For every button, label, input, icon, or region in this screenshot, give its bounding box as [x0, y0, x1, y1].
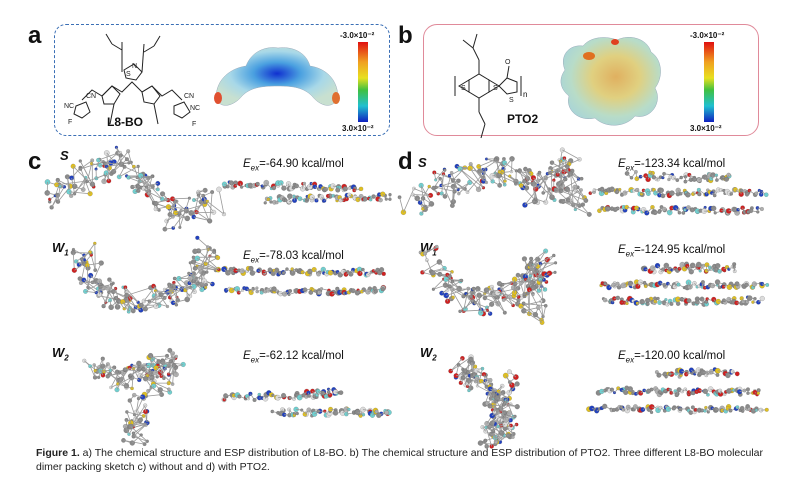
svg-text:CN: CN [86, 93, 96, 100]
dimer-d-w2-side-1 [654, 367, 740, 379]
svg-text:S: S [461, 85, 466, 92]
pto2-subscript-n: n [523, 90, 528, 99]
caption-lead: Figure 1. [36, 447, 80, 459]
dimer-d-s-side-1 [624, 169, 732, 184]
row-label-c-w1: W1 [52, 240, 69, 258]
dimer-d-s-top [397, 147, 592, 217]
panel-letter-d: d [398, 148, 413, 175]
esp-scale-b-top: -3.0×10⁻² [690, 31, 725, 40]
dimer-d-w1-side-2 [599, 279, 770, 291]
dimer-d-w2-side-2 [595, 385, 761, 398]
row-label-c-w2: W2 [52, 345, 69, 363]
row-label-c-s: S [60, 148, 69, 163]
esp-color-scale-a [358, 42, 368, 122]
l8bo-chemical-structure: NC CN F CN NC F SN [64, 33, 200, 128]
svg-text:NC: NC [190, 105, 200, 112]
esp-scale-a-bottom: 3.0×10⁻² [342, 124, 374, 133]
pto2-esp-map [560, 37, 661, 126]
dimer-c-w2-top [82, 348, 186, 446]
dimer-d-w1-side-3 [601, 295, 765, 307]
l8bo-esp-map [214, 47, 340, 106]
dimer-c-w2-side-2 [270, 406, 392, 418]
energy-d-w2: Eex=-120.00 kcal/mol [618, 350, 726, 365]
dimer-d-w1-side-1 [640, 261, 737, 275]
dimer-d-w2-side-3 [586, 403, 769, 415]
dimer-d-s-side-2 [588, 186, 769, 199]
row-label-d-s: S [418, 155, 427, 170]
dimer-c-w1-side-1 [221, 265, 386, 278]
dimer-d-w2-top [448, 354, 520, 449]
svg-text:S: S [126, 71, 131, 78]
dimer-d-s-side-3 [597, 204, 764, 216]
svg-text:F: F [68, 119, 72, 126]
panel-letter-c: c [28, 148, 42, 175]
esp-scale-a-top: -3.0×10⁻² [340, 31, 375, 40]
dimer-c-w2-side-1 [221, 387, 344, 403]
energy-c-w2: Eex=-62.12 kcal/mol [243, 350, 344, 365]
caption-text: a) The chemical structure and ESP distri… [36, 447, 763, 473]
esp-scale-b-bottom: 3.0×10⁻² [690, 124, 722, 133]
dimer-d-w1-top [418, 244, 558, 325]
energy-c-w1: Eex=-78.03 kcal/mol [243, 250, 344, 265]
panel-letter-a: a [28, 22, 42, 49]
svg-text:S: S [493, 85, 498, 92]
svg-text:O: O [505, 59, 511, 66]
dimer-c-s-side-2 [263, 191, 392, 205]
svg-text:N: N [132, 63, 137, 70]
row-label-d-w2: W2 [420, 345, 437, 363]
energy-c-s: Eex=-64.90 kcal/mol [243, 158, 344, 173]
energy-d-s: Eex=-123.34 kcal/mol [618, 158, 726, 173]
svg-text:F: F [192, 121, 196, 128]
panel-a-frame [54, 24, 390, 136]
svg-text:S: S [509, 97, 514, 104]
dimer-c-s-top [44, 145, 226, 232]
dimer-c-s-side-1 [221, 179, 364, 193]
svg-text:NC: NC [64, 103, 74, 110]
dimer-c-w1-side-2 [223, 284, 387, 297]
l8bo-label: L8-BO [107, 115, 143, 129]
panel-letter-b: b [398, 22, 413, 49]
energy-d-w1: Eex=-124.95 kcal/mol [618, 244, 726, 259]
pto2-label: PTO2 [507, 112, 539, 126]
panel-b-frame [423, 24, 759, 136]
esp-color-scale-b [704, 42, 714, 122]
svg-text:CN: CN [184, 93, 194, 100]
dimer-c-w1-top [70, 235, 221, 314]
pto2-chemical-structure: S S O S [454, 33, 522, 139]
figure-caption: Figure 1. a) The chemical structure and … [36, 446, 776, 474]
dimer-renderings [44, 145, 770, 449]
